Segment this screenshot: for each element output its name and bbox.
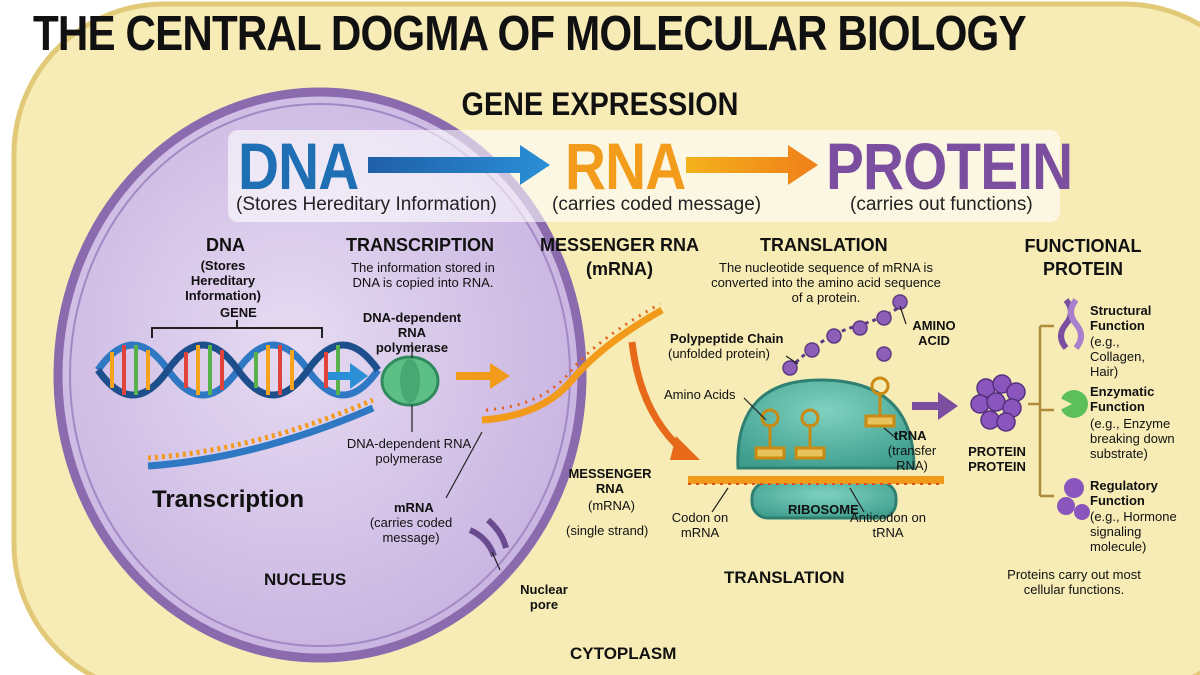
trna-label-bold: tRNA [894,428,927,443]
nucleus-envelope [53,87,587,663]
mrna-strand [481,302,664,424]
dna-helix [95,341,381,399]
amino-acids-label: Amino Acids [664,387,736,402]
dna-rungs [110,345,340,395]
single-strand-label: (single strand) [566,523,649,538]
flow-dna-label: DNA [238,129,359,203]
ribosome-shape [736,378,916,520]
nucleus-dna-heading: DNA [206,235,245,255]
polymerase-label-bottom: DNA-dependent RNA polymerase [346,436,472,466]
polymerase-label-top: DNA-dependent RNA polymerase [362,310,462,355]
function-branches [1028,324,1054,498]
flow-rna-label: RNA [565,129,686,203]
translation-heading: TRANSLATION [760,235,888,255]
regulatory-note: (e.g., Hormone signaling molecule) [1090,509,1177,554]
enzymatic-note: (e.g., Enzyme breaking down substrate) [1090,416,1175,461]
functional-protein-heading: FUNCTIONAL PROTEIN [1024,236,1142,279]
cytoplasm-label: CYTOPLASM [570,644,677,663]
polymerase-shape [380,355,440,407]
mrna-heading: MESSENGER RNA [540,235,700,255]
transcription-desc: The information stored in DNA is copied … [351,260,495,290]
enzymatic-title: Enzymatic Function [1090,384,1155,414]
amino-acid-label: AMINO ACID [912,318,956,348]
gene-bracket [151,320,323,338]
trna-label-note: (transfer RNA) [887,443,937,473]
mrna-label-note: (carries coded message) [369,515,453,545]
dna-to-polymerase-arrow [328,363,368,389]
mrna-heading-abbr: (mRNA) [586,259,653,279]
translation-to-protein-arrow [912,392,958,420]
nuclear-pore-label: Nuclear pore [520,582,568,612]
transcription-heading: TRANSCRIPTION [346,235,494,255]
structural-note: (e.g., Collagen, Hair) [1090,334,1145,379]
translation-label: TRANSLATION [724,568,845,587]
protein-footer-note: Proteins carry out most cellular functio… [1007,567,1141,597]
gene-label: GENE [220,305,257,320]
polypeptide-note: (unfolded protein) [668,346,770,361]
rna-to-protein-arrow [686,145,818,185]
trna-shapes [754,376,896,460]
flow-protein-label: PROTEIN [826,129,1073,203]
flow-dna-caption: (Stores Hereditary Information) [236,194,497,215]
enzyme-icon [1060,390,1088,418]
mrna-label-bold: mRNA [394,500,434,515]
polymerase-to-mrna-arrow [456,363,510,389]
messenger-rna-abbr: (mRNA) [588,498,635,513]
nucleus-dna-note: (Stores Hereditary Information) [185,258,261,303]
transcribed-strand [147,397,375,470]
protein-cluster [970,374,1026,432]
nucleus-label: NUCLEUS [264,570,347,589]
anticodon-label: Anticodon on tRNA [850,510,926,540]
flow-band [228,130,1060,222]
polypeptide-chain [782,294,908,376]
mrna-to-ribosome-arrow [628,341,685,453]
page-title: THE CENTRAL DOGMA OF MOLECULAR BIOLOGY [33,7,1027,61]
dna-to-rna-arrow [368,145,550,185]
polypeptide-label: Polypeptide Chain [670,331,784,346]
ribosome-mrna [688,476,944,485]
flow-protein-caption: (carries out functions) [850,194,1033,215]
messenger-rna-label: MESSENGER RNA [568,466,652,496]
regulatory-icon [1057,478,1090,520]
flow-rna-caption: (carries coded message) [552,194,762,215]
leader-lines [411,305,907,571]
ribosome-label: RIBOSOME [788,502,859,517]
protein-label: PROTEIN PROTEIN [968,444,1026,474]
transcription-label: Transcription [152,486,305,513]
translation-desc: The nucleotide sequence of mRNA is conve… [711,260,941,305]
page-subtitle: GENE EXPRESSION [461,86,739,122]
structural-icon [1058,298,1084,350]
regulatory-title: Regulatory Function [1090,478,1158,508]
codon-label: Codon on mRNA [671,510,729,540]
structural-title: Structural Function [1090,303,1152,333]
